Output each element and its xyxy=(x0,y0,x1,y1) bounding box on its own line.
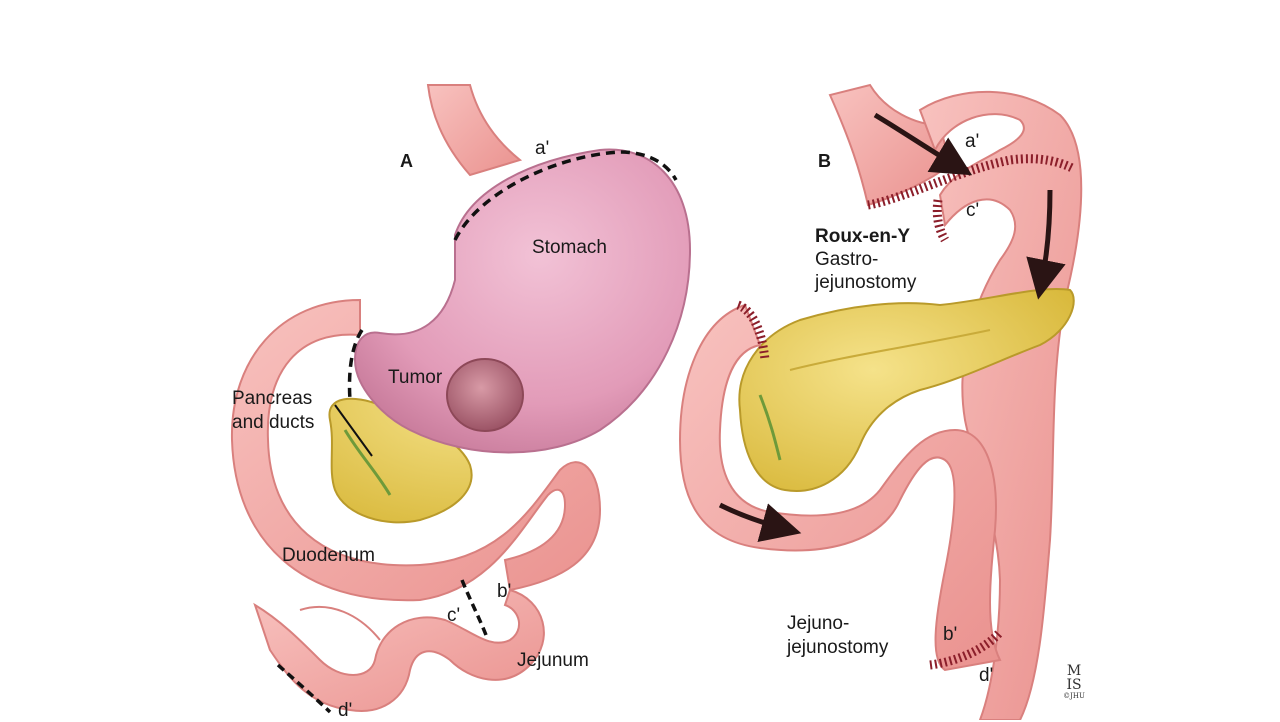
panel-b-letter: B xyxy=(818,151,831,171)
cut-line-duodenum xyxy=(347,329,364,401)
label-roux-title: Roux-en-Y xyxy=(815,226,910,247)
label-roux-line3: jejunostomy xyxy=(815,272,917,293)
esophagus-a xyxy=(426,84,523,177)
label-a-prime-a: a' xyxy=(535,138,550,159)
label-pancreas-line1: Pancreas xyxy=(232,388,313,409)
suture-c-prime xyxy=(932,199,949,243)
label-duodenum: Duodenum xyxy=(282,545,375,566)
flow-arrow-right xyxy=(1026,189,1066,300)
suture-duodenal-stump xyxy=(736,300,770,361)
seal-line2: IS xyxy=(1066,677,1082,693)
pancreas-b xyxy=(738,288,1075,492)
duodenum-a xyxy=(230,298,602,602)
suture-jejunojejunal xyxy=(929,628,1004,670)
label-d-prime-a: d' xyxy=(338,700,353,721)
label-c-prime-a: c' xyxy=(447,605,461,626)
label-roux-line2: Gastro- xyxy=(815,249,879,270)
label-stomach: Stomach xyxy=(532,237,607,258)
stomach-a xyxy=(353,148,692,454)
panel-a-letter: A xyxy=(400,151,413,171)
suture-gastrojejunal xyxy=(867,154,1075,210)
cut-line-d-prime xyxy=(276,663,332,714)
label-c-prime-b: c' xyxy=(966,200,980,221)
cut-line-a-prime xyxy=(453,150,678,241)
jejunum-a xyxy=(253,588,545,712)
tumor-mass xyxy=(446,358,524,432)
seal-line3: ©JHU xyxy=(1063,692,1085,700)
label-a-prime-b: a' xyxy=(965,131,980,152)
pancreas-pointer xyxy=(334,404,373,457)
cut-line-b-c xyxy=(460,579,488,636)
label-jejunum: Jejunum xyxy=(517,650,589,671)
jhu-seal-logo: M IS ©JHU xyxy=(1063,664,1085,712)
roux-limb-b xyxy=(918,90,1083,720)
seal-line1: M xyxy=(1066,663,1082,679)
flow-arrow-left xyxy=(718,502,802,543)
gastric-pouch-b xyxy=(828,83,952,207)
label-pancreas-line2: and ducts xyxy=(232,412,315,433)
label-b-prime-a: b' xyxy=(497,581,512,602)
label-b-prime-b: b' xyxy=(943,624,958,645)
label-jj-line2: jejunostomy xyxy=(787,637,889,658)
label-tumor: Tumor xyxy=(388,367,443,388)
flow-arrow-top xyxy=(873,112,973,176)
label-d-prime-b: d' xyxy=(979,665,994,686)
panel-b-illustration xyxy=(678,83,1083,720)
label-jj-line1: Jejuno- xyxy=(787,613,850,634)
panel-a-illustration xyxy=(230,84,692,714)
